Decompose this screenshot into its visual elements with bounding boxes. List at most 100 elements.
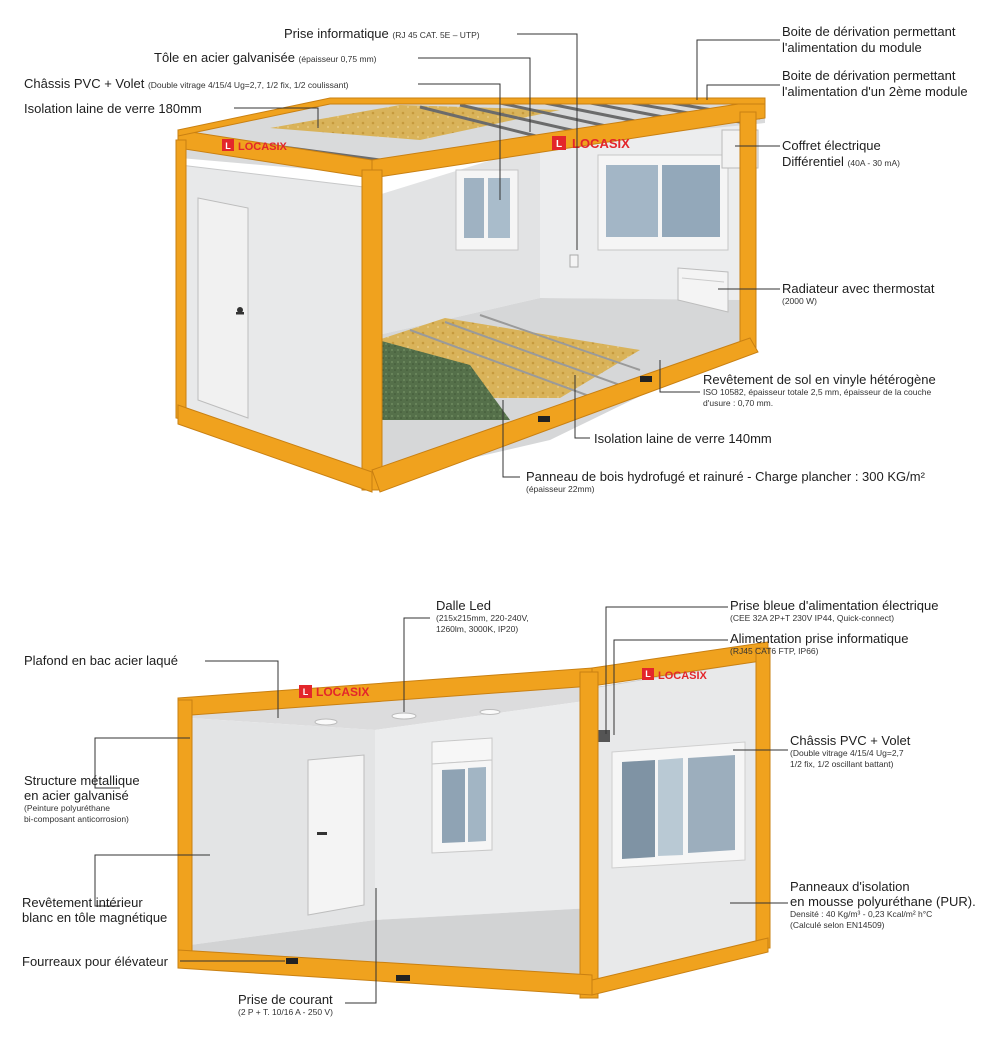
top-logo-right: L LOCASIX <box>552 136 630 151</box>
tole-title: Tôle en acier galvanisée <box>154 50 295 65</box>
top-logo-left: L LOCASIX <box>222 139 288 153</box>
top-container: L LOCASIX L LOCASIX <box>175 97 766 493</box>
top-floor-joists <box>409 314 641 401</box>
label-fourreaux: Fourreaux pour élévateur <box>22 954 168 969</box>
top-logo-right-icon: L <box>556 139 562 150</box>
label-chassis-top: Châssis PVC + Volet (Double vitrage 4/15… <box>24 76 349 93</box>
label-prise-informatique: Prise informatique (RJ 45 CAT. 5E – UTP) <box>284 26 480 43</box>
label-alim-info: Alimentation prise informatique (RJ45 CA… <box>730 631 908 657</box>
dalle-led-title: Dalle Led <box>436 598 491 613</box>
coffret-sub: (40A - 30 mA) <box>847 158 900 168</box>
panneau-bois-sub: (épaisseur 22mm) <box>526 484 595 494</box>
panneau-bois-title: Panneau de bois hydrofugé et rainuré - C… <box>526 469 925 484</box>
bottom-logo-right-icon: L <box>645 669 651 679</box>
label-dalle-led: Dalle Led (215x215mm, 220-240V, 1260lm, … <box>436 598 529 635</box>
chassis-top-sub: (Double vitrage 4/15/4 Ug=2,7, 1/2 fix, … <box>147 80 349 90</box>
coffret-line1: Coffret électrique <box>782 138 881 153</box>
dalle-led-sub2: 1260lm, 3000K, IP20) <box>436 624 519 634</box>
chassis-bottom-title: Châssis PVC + Volet <box>790 733 911 748</box>
bottom-ceiling <box>190 686 592 730</box>
radiateur-title: Radiateur avec thermostat <box>782 281 935 296</box>
label-panneaux-isolation: Panneaux d'isolation en mousse polyuréth… <box>790 879 976 931</box>
bottom-logo-left-icon: L <box>303 687 309 697</box>
bottom-forklift-slot <box>286 958 298 964</box>
label-revetement-sol: Revêtement de sol en vinyle hétérogène I… <box>703 372 936 409</box>
bottom-logo-left: L LOCASIX <box>299 685 369 699</box>
top-floor-board <box>378 340 510 420</box>
prise-bleue-title: Prise bleue d'alimentation électrique <box>730 598 939 613</box>
bottom-logo-right: L LOCASIX <box>642 668 708 682</box>
bottom-forklift-slot-2 <box>396 975 410 981</box>
structure-sub1: (Peinture polyuréthane <box>24 803 111 813</box>
label-chassis-bottom: Châssis PVC + Volet (Double vitrage 4/15… <box>790 733 910 770</box>
label-prise-courant: Prise de courant (2 P + T. 10/16 A - 250… <box>238 992 333 1018</box>
chassis-bottom-sub1: (Double vitrage 4/15/4 Ug=2,7 <box>790 748 904 758</box>
chassis-top-title: Châssis PVC + Volet <box>24 76 145 91</box>
label-isolation-toit: Isolation laine de verre 180mm <box>24 101 202 116</box>
top-window-1 <box>455 169 519 251</box>
plafond-title: Plafond en bac acier laqué <box>24 653 178 668</box>
panneaux-isol-line2: en mousse polyuréthane (PUR). <box>790 894 976 909</box>
top-socket <box>569 254 579 268</box>
boite-2-line1: Boite de dérivation permettant <box>782 68 956 83</box>
bottom-led-panels <box>314 709 501 726</box>
chassis-bottom-sub2: 1/2 fix, 1/2 oscillant battant) <box>790 759 894 769</box>
revetement-sol-sub1: ISO 10582, épaisseur totale 2,5 mm, épai… <box>703 387 932 397</box>
bottom-side-window <box>611 741 746 869</box>
bottom-logo-left-text: LOCASIX <box>316 685 369 699</box>
prise-courant-sub: (2 P + T. 10/16 A - 250 V) <box>238 1007 333 1017</box>
radiateur-sub: (2000 W) <box>782 296 817 306</box>
bottom-back-window <box>431 737 493 854</box>
label-isolation-sol: Isolation laine de verre 140mm <box>594 431 772 446</box>
bottom-container: L LOCASIX L LOCASIX <box>177 641 771 999</box>
panneaux-isol-sub1: Densité : 40 Kg/m³ - 0,23 Kcal/m² h°C <box>790 909 933 919</box>
prise-informatique-title: Prise informatique <box>284 26 389 41</box>
prise-bleue-sub: (CEE 32A 2P+T 230V IP44, Quick-connect) <box>730 613 895 623</box>
bottom-logo-right-text: LOCASIX <box>658 670 708 682</box>
revetement-sol-title: Revêtement de sol en vinyle hétérogène <box>703 372 936 387</box>
top-forklift-slot-2 <box>640 376 652 382</box>
label-plafond: Plafond en bac acier laqué <box>24 653 178 668</box>
label-structure: Structure métallique en acier galvanisé … <box>24 773 140 825</box>
structure-sub2: bi-composant anticorrosion) <box>24 814 129 824</box>
label-tole-acier: Tôle en acier galvanisée (épaisseur 0,75… <box>154 50 377 67</box>
label-revetement-interieur: Revêtement intérieur blanc en tôle magné… <box>22 895 167 925</box>
isolation-sol-title: Isolation laine de verre 140mm <box>594 431 772 446</box>
door-handle-icon <box>237 307 243 313</box>
revetement-sol-sub2: d'usure : 0,70 mm. <box>703 398 774 408</box>
panneaux-isol-line1: Panneaux d'isolation <box>790 879 910 894</box>
boite-1-line2: l'alimentation du module <box>782 40 922 55</box>
label-coffret: Coffret électrique Différentiel (40A - 3… <box>782 138 900 171</box>
structure-line1: Structure métallique <box>24 773 140 788</box>
dalle-led-sub1: (215x215mm, 220-240V, <box>436 613 529 623</box>
coffret-line2: Différentiel <box>782 154 844 169</box>
bottom-door <box>307 754 365 916</box>
label-boite-1: Boite de dérivation permettant l'aliment… <box>782 24 955 56</box>
label-panneau-bois: Panneau de bois hydrofugé et rainuré - C… <box>526 469 925 495</box>
isolation-toit-title: Isolation laine de verre 180mm <box>24 101 202 116</box>
prise-courant-title: Prise de courant <box>238 992 333 1007</box>
prise-informatique-sub: (RJ 45 CAT. 5E – UTP) <box>392 30 480 40</box>
structure-line2: en acier galvanisé <box>24 788 129 803</box>
label-prise-bleue: Prise bleue d'alimentation électrique (C… <box>730 598 938 624</box>
top-logo-left-icon: L <box>225 141 231 151</box>
top-forklift-slot <box>538 416 550 422</box>
panneaux-isol-sub2: (Calculé selon EN14509) <box>790 920 885 930</box>
label-radiateur: Radiateur avec thermostat (2000 W) <box>782 281 934 307</box>
alim-info-sub: (RJ45 CAT6 FTP, IP66) <box>730 646 819 656</box>
top-radiator <box>677 267 729 313</box>
top-roof-insulation <box>270 105 560 140</box>
alim-info-title: Alimentation prise informatique <box>730 631 909 646</box>
top-door <box>197 197 249 419</box>
top-window-2 <box>597 154 729 251</box>
fourreaux-title: Fourreaux pour élévateur <box>22 954 168 969</box>
revetement-int-line2: blanc en tôle magnétique <box>22 910 168 925</box>
door-handle-bar <box>236 312 244 315</box>
boite-1-line1: Boite de dérivation permettant <box>782 24 956 39</box>
tole-sub: (épaisseur 0,75 mm) <box>298 54 377 64</box>
bottom-blue-socket <box>598 730 610 742</box>
boite-2-line2: l'alimentation d'un 2ème module <box>782 84 968 99</box>
leader-lines <box>94 33 788 1004</box>
